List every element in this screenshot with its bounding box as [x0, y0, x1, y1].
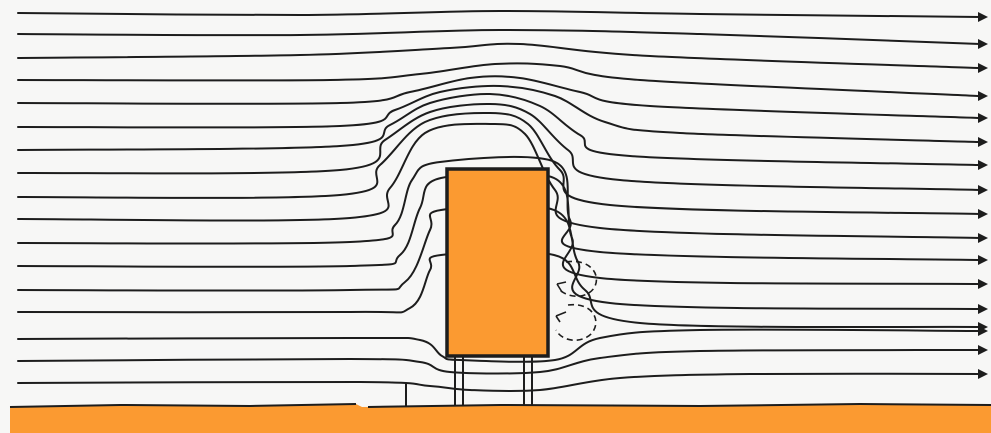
flow-arrowhead-icon-7 — [978, 160, 988, 170]
wind-streamline-2 — [18, 30, 980, 44]
wind-streamline-4 — [18, 63, 980, 96]
flow-arrowhead-icon-12 — [978, 279, 988, 289]
flow-arrowhead-icon-11 — [978, 255, 988, 265]
wind-streamline-17 — [18, 374, 980, 391]
flow-arrowhead-icon-5 — [978, 113, 988, 123]
flow-arrowhead-icon-9 — [978, 209, 988, 219]
flow-arrowhead-icon-16 — [978, 345, 988, 355]
wind-streamline-1 — [18, 11, 980, 17]
support-stilts — [455, 356, 532, 406]
flow-arrowhead-icon-13 — [978, 304, 988, 314]
arrowheads-group — [978, 12, 988, 379]
flow-arrowhead-icon-4 — [978, 91, 988, 101]
flow-arrowhead-icon-6 — [978, 137, 988, 147]
flow-arrowhead-icon-10 — [978, 233, 988, 243]
flow-arrowhead-icon-1 — [978, 12, 988, 22]
wake-eddy-lower-arrow — [556, 312, 566, 322]
flow-arrowhead-icon-8 — [978, 185, 988, 195]
ground-strip — [10, 404, 991, 433]
flow-arrowhead-icon-2 — [978, 39, 988, 49]
wake-eddy-lower — [556, 305, 596, 341]
flow-arrowhead-icon-3 — [978, 63, 988, 73]
wake-eddy-upper-arrow — [557, 282, 566, 292]
building-block — [447, 169, 548, 356]
wind-streamline-5 — [18, 76, 980, 118]
flow-arrowhead-icon-17 — [978, 369, 988, 379]
